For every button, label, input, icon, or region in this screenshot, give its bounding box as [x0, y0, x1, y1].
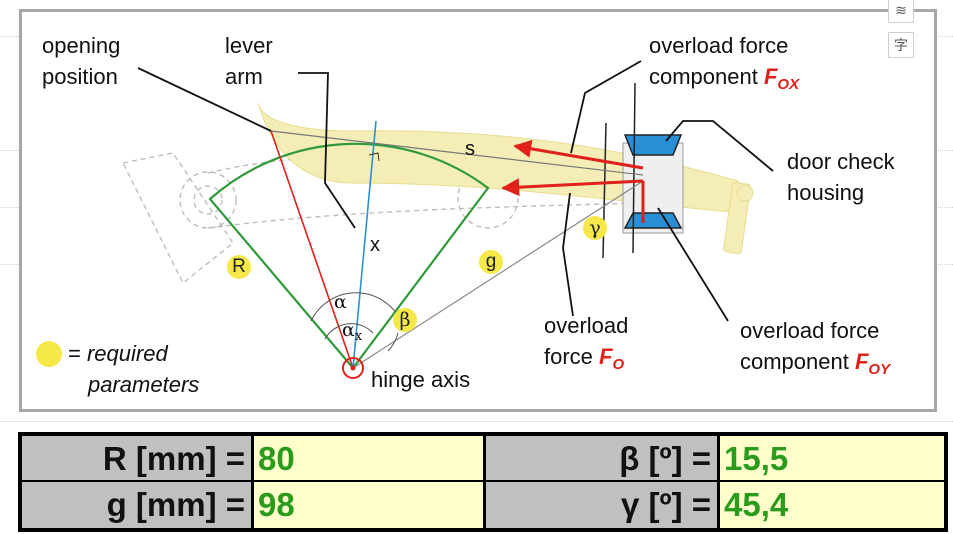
- s-label: s: [465, 138, 475, 160]
- hinge-diagram: [122, 60, 774, 379]
- r-value-cell[interactable]: 80: [254, 436, 486, 482]
- beta-required-marker: β: [393, 308, 417, 332]
- construction-lines: [270, 120, 644, 379]
- overload-force-component-x-label: overload force component FOX: [649, 33, 800, 93]
- foy-symbol: FOY: [854, 349, 891, 378]
- r-label-cell: R [mm] =: [22, 436, 254, 482]
- required-legend-text: = required parameters: [68, 341, 200, 397]
- g-value-cell[interactable]: 98: [254, 482, 486, 528]
- door-check-housing: [602, 82, 684, 259]
- sector-outline: [208, 142, 490, 370]
- beta-label-cell: β [º] =: [486, 436, 720, 482]
- fox-symbol: FOX: [763, 64, 800, 93]
- x-label: x: [370, 234, 380, 256]
- force-arrows: [501, 139, 645, 223]
- g-label-cell: g [mm] =: [22, 482, 254, 528]
- fo-symbol: FO: [599, 344, 625, 373]
- overload-force-label: overload force FO: [544, 313, 629, 373]
- alpha-label: α: [334, 291, 347, 313]
- parameter-table: R [mm] = 80 β [º] = 15,5 g [mm] = 98 γ […: [18, 432, 948, 532]
- g-required-marker: g: [479, 250, 503, 274]
- translate-icon[interactable]: 字: [888, 32, 914, 58]
- layers-icon[interactable]: ≋: [888, 0, 914, 23]
- gamma-required-marker: γ: [583, 216, 607, 240]
- gamma-label-cell: γ [º] =: [486, 482, 720, 528]
- overload-force-component-y-label: overload force component FOY: [740, 318, 891, 378]
- alpha-x-label: αx: [342, 319, 363, 344]
- hinge-axis-label: hinge axis: [371, 367, 471, 392]
- r-required-marker: R: [227, 255, 251, 279]
- gamma-value-cell[interactable]: 45,4: [720, 482, 944, 528]
- required-legend-swatch: [36, 341, 62, 367]
- beta-value-cell[interactable]: 15,5: [720, 436, 944, 482]
- background-gridline: [0, 421, 953, 422]
- leader-lines: [137, 60, 774, 322]
